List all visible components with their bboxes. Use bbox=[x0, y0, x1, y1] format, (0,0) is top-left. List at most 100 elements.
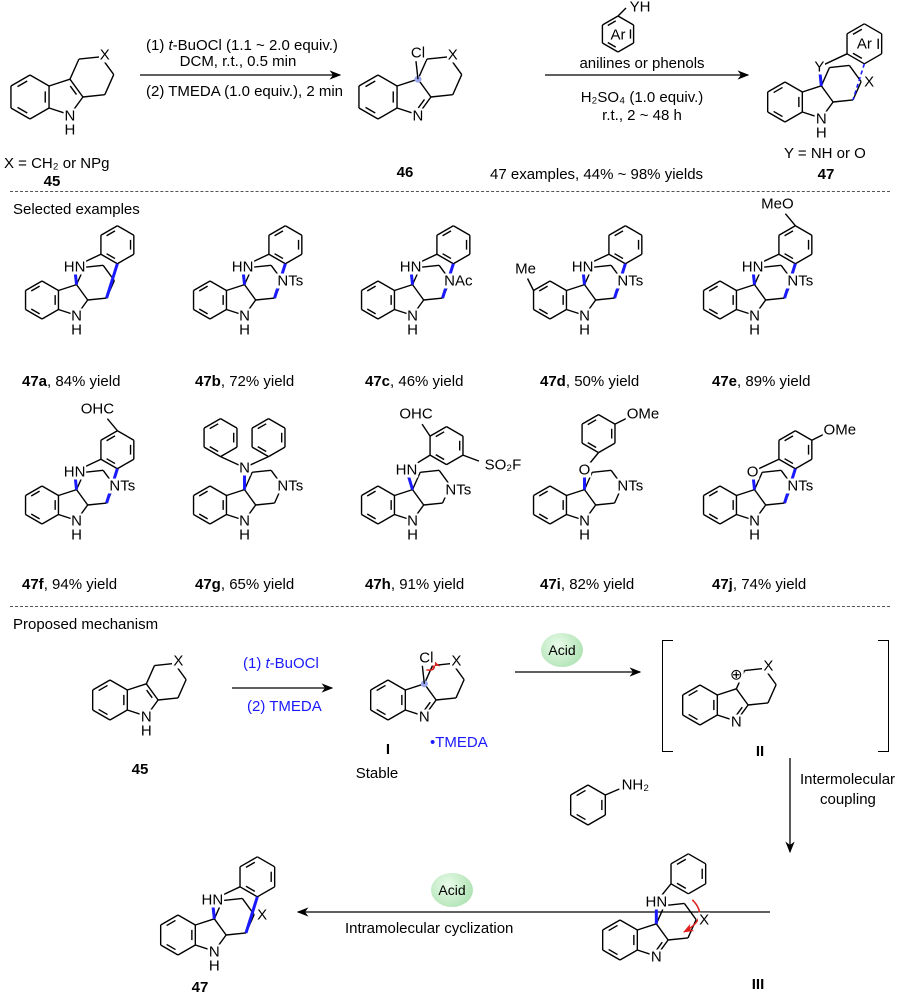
ring-bond bbox=[608, 225, 626, 236]
ring-bond bbox=[767, 111, 786, 123]
atom-label-n: N bbox=[729, 713, 743, 731]
bond bbox=[104, 74, 115, 95]
double-bond-line bbox=[614, 230, 624, 237]
example-id: 47c bbox=[365, 373, 391, 390]
bond bbox=[595, 297, 615, 301]
mechanism-reagent-1: (1) t-BuOCl bbox=[243, 656, 319, 671]
atom-label-me: Me bbox=[514, 260, 537, 277]
bond bbox=[396, 78, 419, 87]
bond bbox=[765, 297, 785, 301]
bond bbox=[195, 918, 215, 926]
step2-reagent: anilines or phenols bbox=[579, 55, 705, 72]
ring-bond bbox=[533, 280, 551, 292]
atom-label-x: X bbox=[256, 906, 269, 924]
double-bond-line bbox=[98, 708, 108, 716]
double-bond-line bbox=[784, 253, 794, 260]
atom-label-ome: OMe bbox=[822, 421, 858, 439]
ring-bond bbox=[549, 485, 567, 497]
bond bbox=[243, 489, 257, 506]
example-label-47h: 47h, 91% yield bbox=[365, 577, 464, 592]
ring-bond bbox=[41, 308, 59, 320]
bond bbox=[526, 278, 535, 291]
ring-bond bbox=[778, 253, 796, 265]
ring-bond bbox=[41, 280, 59, 292]
ring-bond bbox=[160, 944, 179, 956]
ring-bond bbox=[29, 107, 50, 120]
ring-bond bbox=[533, 308, 551, 320]
section-divider bbox=[10, 606, 890, 607]
double-bond-line bbox=[69, 85, 78, 96]
ring-bond bbox=[92, 679, 111, 691]
atom-label-x: X bbox=[863, 73, 876, 91]
ring-bond bbox=[256, 856, 276, 868]
step1-italic-t: t bbox=[168, 37, 173, 54]
ring-bond bbox=[670, 853, 689, 865]
bond bbox=[75, 489, 89, 506]
double-bond-line bbox=[30, 513, 40, 520]
bond bbox=[213, 918, 227, 936]
acid-bubble-2: Acid bbox=[431, 873, 473, 907]
atom-label-h: H bbox=[207, 957, 221, 975]
intermediate-III-label: III bbox=[751, 976, 765, 993]
ring-bond bbox=[767, 81, 786, 93]
ring-bond bbox=[617, 15, 634, 26]
ring-bond bbox=[193, 308, 211, 320]
example-label-47f: 47f, 94% yield bbox=[22, 577, 117, 592]
bond bbox=[462, 454, 480, 462]
example-id: 47h bbox=[365, 576, 391, 593]
double-bond-line bbox=[538, 308, 548, 315]
double-bond-line bbox=[106, 230, 116, 237]
atom-label-h: H bbox=[63, 121, 77, 139]
ring-bond bbox=[377, 308, 395, 320]
reagent-italic-t: t bbox=[265, 655, 270, 672]
ring-bond bbox=[703, 308, 721, 320]
ring-bond bbox=[193, 485, 211, 497]
bond bbox=[252, 264, 272, 268]
ring-bond bbox=[268, 225, 286, 236]
atom-label-hn: HN bbox=[644, 893, 669, 911]
bond bbox=[426, 56, 449, 60]
bond bbox=[736, 283, 755, 292]
ring-bond bbox=[699, 684, 718, 696]
ring-bond bbox=[268, 446, 286, 458]
bond bbox=[417, 78, 432, 98]
ring-bond bbox=[209, 308, 227, 320]
ring-bond bbox=[795, 225, 813, 236]
bond bbox=[423, 502, 443, 506]
example-label-47a: 47a, 84% yield bbox=[22, 374, 120, 389]
double-bond-line bbox=[376, 708, 386, 716]
bond bbox=[84, 469, 104, 473]
atom-label-n: N bbox=[748, 307, 761, 325]
double-bond-line bbox=[166, 919, 176, 927]
ring-bond bbox=[602, 949, 621, 961]
atom-label-n: N bbox=[578, 307, 591, 325]
bond bbox=[762, 264, 782, 268]
example-label-47i: 47i, 82% yield bbox=[540, 577, 634, 592]
ring-bond bbox=[846, 53, 865, 65]
atom-label-ar: Ar bbox=[855, 35, 873, 53]
atom-label-n: N bbox=[207, 943, 221, 961]
scope-summary: 47 examples, 44% ~ 98% yields bbox=[490, 166, 704, 183]
double-bond-line bbox=[198, 513, 208, 520]
bond bbox=[84, 264, 104, 268]
bond bbox=[637, 923, 657, 931]
bond bbox=[820, 67, 831, 87]
bond bbox=[820, 85, 834, 103]
double-bond-line bbox=[608, 924, 618, 932]
ring-bond bbox=[377, 74, 398, 87]
atom-label-n: N bbox=[814, 110, 828, 128]
ring-bond bbox=[687, 883, 707, 895]
bond bbox=[415, 61, 419, 80]
example-id: 47e bbox=[712, 373, 738, 390]
atom-label-y: Y bbox=[813, 58, 826, 76]
atom-label-plus: ⊕ bbox=[729, 666, 744, 684]
bond bbox=[411, 284, 425, 301]
compound-46-label: 46 bbox=[396, 164, 414, 181]
double-bond-line bbox=[365, 80, 376, 88]
left-bracket bbox=[662, 640, 673, 752]
bond bbox=[69, 58, 80, 80]
atom-label-n: N bbox=[748, 512, 761, 530]
double-bond-line bbox=[608, 948, 618, 956]
double-bond-line bbox=[209, 423, 219, 430]
step1-reagent-line2: (2) TMEDA (1.0 equiv.), 2 min bbox=[146, 83, 344, 100]
